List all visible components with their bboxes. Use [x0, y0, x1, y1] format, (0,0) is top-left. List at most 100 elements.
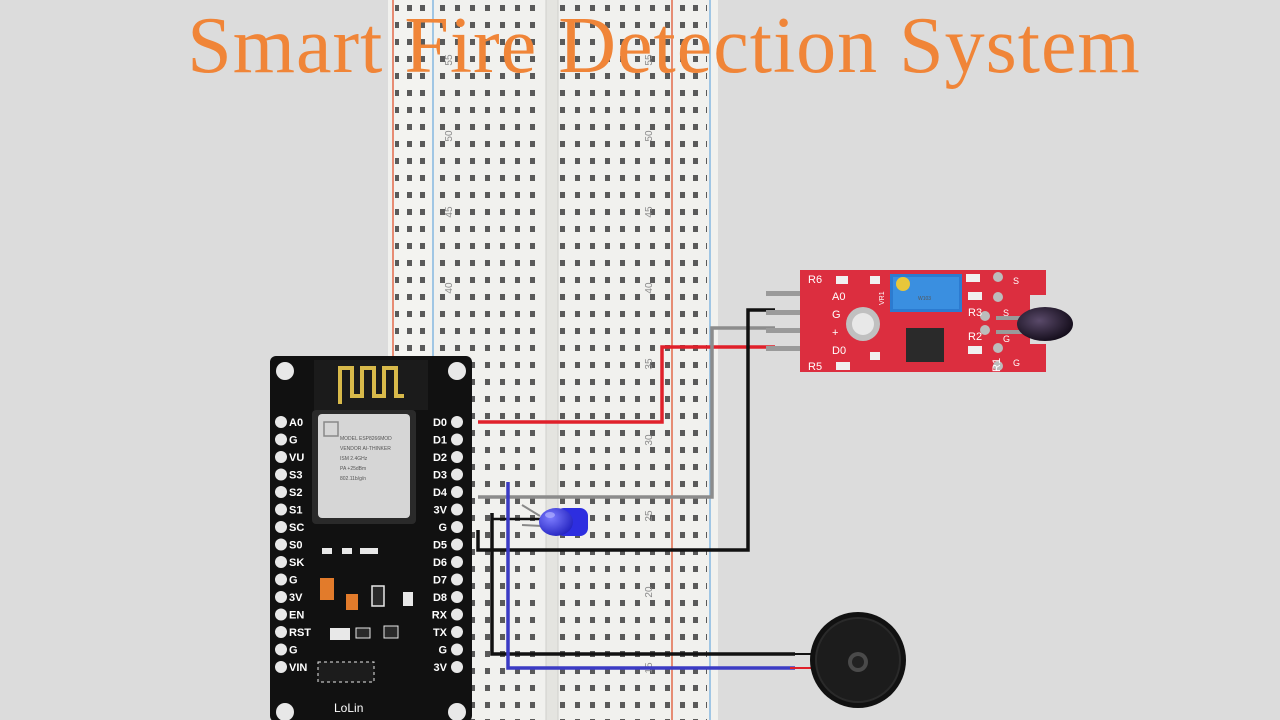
pin-hole-left-7 — [275, 538, 287, 551]
breadboard-row-number-right-40: 40 — [644, 282, 655, 294]
breadboard-row-number-right-20: 20 — [644, 586, 655, 598]
pin-label-right-g: G — [438, 522, 447, 534]
diagram-title: Smart Fire Detection System — [187, 2, 1141, 90]
pin-hole-right-2 — [451, 451, 463, 463]
sensor-label-r6: R6 — [808, 274, 822, 286]
pin-label-right-rx: RX — [432, 610, 448, 622]
pin-label-left-g: G — [289, 645, 298, 657]
pin-label-left-en: EN — [289, 610, 304, 622]
pin-label-right-d6: D6 — [433, 557, 447, 569]
pin-label-right-tx: TX — [433, 627, 448, 639]
wire-red-d0 — [478, 345, 775, 424]
wire-black-gnd-sensor — [476, 308, 775, 552]
pin-hole-left-5 — [275, 503, 287, 516]
pin-hole-right-1 — [451, 433, 463, 446]
sensor-side-s2: S — [1003, 308, 1009, 318]
pin-label-left-sk: SK — [289, 557, 304, 569]
pin-hole-right-14 — [451, 661, 463, 673]
breadboard-row-number-left-50: 50 — [444, 130, 455, 142]
sensor-label-r1: R1 — [991, 358, 1003, 372]
breadboard-row-number-right-55: 55 — [644, 54, 655, 66]
sensor-side-g1: G — [1003, 334, 1010, 344]
blue-led — [521, 504, 588, 536]
pin-hole-right-11 — [451, 608, 463, 621]
nodemcu-board: MODEL ESP8266MOD VENDOR AI-THINKER ISM 2… — [270, 356, 472, 720]
antenna-trace-icon — [338, 366, 404, 404]
svg-text:W103: W103 — [918, 296, 931, 302]
sensor-label-vr1: VR1 — [879, 291, 886, 305]
svg-text:802.11b/g/n: 802.11b/g/n — [340, 476, 366, 482]
wire-black-buzzer — [490, 513, 795, 656]
breadboard-row-number-left-40: 40 — [444, 282, 455, 294]
pin-hole-left-8 — [275, 556, 287, 568]
svg-text:ISM 2.4GHz: ISM 2.4GHz — [340, 456, 368, 462]
pin-label-left-a0: A0 — [289, 417, 303, 429]
pin-hole-left-3 — [275, 468, 287, 481]
ir-receiver-icon — [1017, 307, 1073, 341]
pin-hole-right-7 — [451, 538, 463, 551]
breadboard-row-number-right-25: 25 — [644, 510, 655, 522]
pin-hole-left-1 — [275, 433, 287, 446]
svg-text:PA +25dBm: PA +25dBm — [340, 466, 366, 472]
wire-blue-buzzer — [506, 482, 795, 670]
pin-hole-left-10 — [275, 591, 287, 603]
pin-hole-right-10 — [451, 591, 463, 603]
pin-hole-right-8 — [451, 556, 463, 568]
sensor-pin-g: G — [832, 309, 841, 321]
pin-label-right-d0: D0 — [433, 417, 447, 429]
pin-hole-right-13 — [451, 643, 463, 656]
pin-hole-right-0 — [451, 416, 463, 428]
breadboard-row-number-right-30: 30 — [644, 434, 655, 446]
wire-gray-d4 — [478, 326, 775, 499]
breadboard-row-number-left-45: 45 — [444, 206, 455, 218]
pin-label-left-g: G — [289, 435, 298, 447]
breadboard-row-number-right-35: 35 — [644, 358, 655, 370]
sensor-side-g2: G — [1013, 358, 1020, 368]
pin-hole-right-4 — [451, 486, 463, 498]
sensor-label-r3: R3 — [968, 307, 982, 319]
center-channel — [546, 0, 558, 720]
pin-label-left-s3: S3 — [289, 470, 302, 482]
pin-hole-right-5 — [451, 503, 463, 516]
pin-hole-right-9 — [451, 573, 463, 586]
pin-hole-left-9 — [275, 573, 287, 586]
pin-hole-right-6 — [451, 521, 463, 533]
svg-text:VENDOR AI-THINKER: VENDOR AI-THINKER — [340, 446, 391, 452]
pin-hole-right-3 — [451, 468, 463, 481]
pin-label-right-d8: D8 — [433, 592, 447, 604]
pin-label-right-d5: D5 — [433, 540, 447, 552]
pin-label-right-d1: D1 — [433, 435, 447, 447]
sensor-pin-d0: D0 — [832, 345, 846, 357]
fcc-logo-icon — [323, 421, 339, 437]
board-label-lolin: LoLin — [334, 701, 363, 715]
pin-label-left-s1: S1 — [289, 505, 302, 517]
breadboard-row-number-right-50: 50 — [644, 130, 655, 142]
pin-hole-left-4 — [275, 486, 287, 498]
pin-hole-left-6 — [275, 521, 287, 533]
pin-label-left-s2: S2 — [289, 487, 302, 499]
pin-hole-left-11 — [275, 608, 287, 621]
pin-label-right-3v: 3V — [434, 662, 448, 674]
sensor-pin-plus: + — [832, 327, 838, 339]
pin-label-left-g: G — [289, 575, 298, 587]
pin-label-left-s0: S0 — [289, 540, 302, 552]
pin-label-left-sc: SC — [289, 522, 304, 534]
buzzer — [790, 612, 906, 708]
pin-label-right-d7: D7 — [433, 575, 447, 587]
sensor-side-s1: S — [1013, 276, 1019, 286]
pin-label-right-d2: D2 — [433, 452, 447, 464]
pin-hole-right-12 — [451, 626, 463, 638]
svg-text:MODEL ESP8266MOD: MODEL ESP8266MOD — [340, 436, 392, 442]
pin-label-right-d4: D4 — [433, 487, 448, 499]
sensor-label-r5: R5 — [808, 361, 822, 373]
pin-label-right-3v: 3V — [434, 505, 448, 517]
pin-label-right-g: G — [438, 645, 447, 657]
pin-label-left-rst: RST — [289, 627, 311, 639]
pin-hole-left-13 — [275, 643, 287, 656]
pin-label-left-vu: VU — [289, 452, 304, 464]
pin-hole-left-14 — [275, 661, 287, 673]
breadboard-row-number-left-55: 55 — [444, 54, 455, 66]
wires — [476, 308, 795, 670]
